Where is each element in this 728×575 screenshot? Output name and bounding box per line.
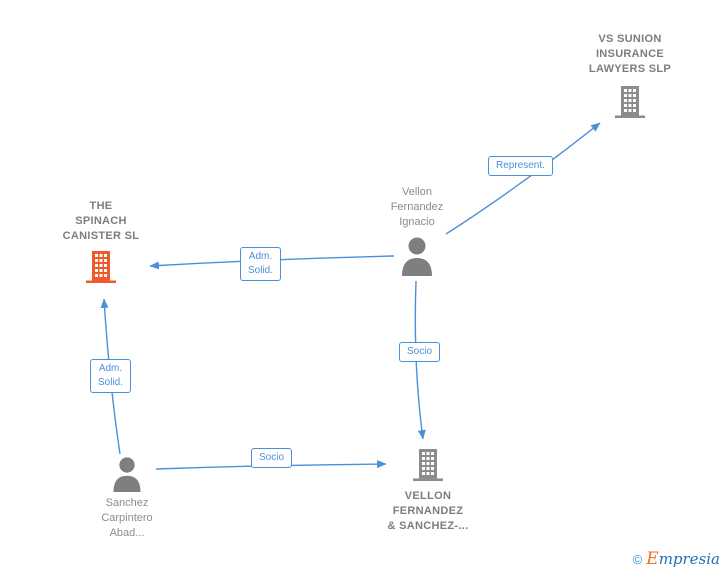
node-label-line: CANISTER SL bbox=[62, 230, 140, 242]
node-label-line: FERNANDEZ bbox=[392, 505, 464, 517]
node-label-sanchez[interactable]: Sanchez Carpintero Abad... bbox=[62, 496, 192, 541]
brand-rest: mpresia bbox=[658, 550, 720, 568]
edge-label-line: Adm. bbox=[248, 251, 273, 262]
edge-label-socio-horizontal: Socio bbox=[251, 448, 293, 468]
node-label-vellon-ignacio[interactable]: Vellon Fernandez Ignacio bbox=[352, 185, 482, 230]
person-icon-sanchez[interactable] bbox=[110, 456, 144, 492]
brand-wordmark: Empresia bbox=[646, 549, 720, 569]
node-label-line: Carpintero bbox=[101, 512, 153, 524]
node-label-line: VELLON bbox=[404, 490, 452, 502]
node-label-line: THE bbox=[89, 200, 113, 212]
brand-initial: E bbox=[646, 549, 659, 569]
node-label-line: INSURANCE bbox=[595, 48, 665, 60]
node-label-spinach[interactable]: THE SPINACH CANISTER SL bbox=[36, 199, 166, 244]
node-label-line: VS SUNION bbox=[598, 33, 662, 45]
building-icon-vellon-sanchez[interactable] bbox=[410, 448, 446, 482]
edge-label-adm-solid-top: Adm. Solid. bbox=[240, 247, 282, 281]
building-icon-vs-sunion[interactable] bbox=[612, 85, 648, 119]
building-icon-spinach[interactable] bbox=[83, 250, 119, 284]
edge-label-represent: Represent. bbox=[488, 156, 553, 176]
edge-label-line: Solid. bbox=[98, 377, 124, 388]
node-label-line: Vellon bbox=[402, 186, 432, 198]
person-icon-vellon-ignacio[interactable] bbox=[400, 236, 434, 276]
copyright-icon: © bbox=[632, 551, 643, 567]
edge-label-line: Solid. bbox=[248, 265, 274, 276]
edge-represent bbox=[445, 122, 601, 235]
node-label-line: & SANCHEZ-... bbox=[387, 520, 469, 532]
node-label-line: Abad... bbox=[109, 527, 145, 539]
node-label-line: Sanchez bbox=[105, 497, 149, 509]
node-label-line: Ignacio bbox=[399, 216, 435, 228]
node-label-vellon-sanchez[interactable]: VELLON FERNANDEZ & SANCHEZ-... bbox=[363, 489, 493, 534]
edge-socio-vertical bbox=[414, 280, 426, 440]
node-label-line: LAWYERS SLP bbox=[588, 63, 672, 75]
node-label-line: Fernandez bbox=[390, 201, 444, 213]
empresia-logo[interactable]: © Empresia bbox=[633, 549, 720, 569]
node-label-vs-sunion[interactable]: VS SUNION INSURANCE LAWYERS SLP bbox=[565, 32, 695, 77]
node-label-line: SPINACH bbox=[75, 215, 127, 227]
edge-label-socio-vertical: Socio bbox=[399, 342, 441, 362]
edge-label-line: Adm. bbox=[98, 363, 123, 374]
edge-label-adm-solid-left: Adm. Solid. bbox=[90, 359, 132, 393]
